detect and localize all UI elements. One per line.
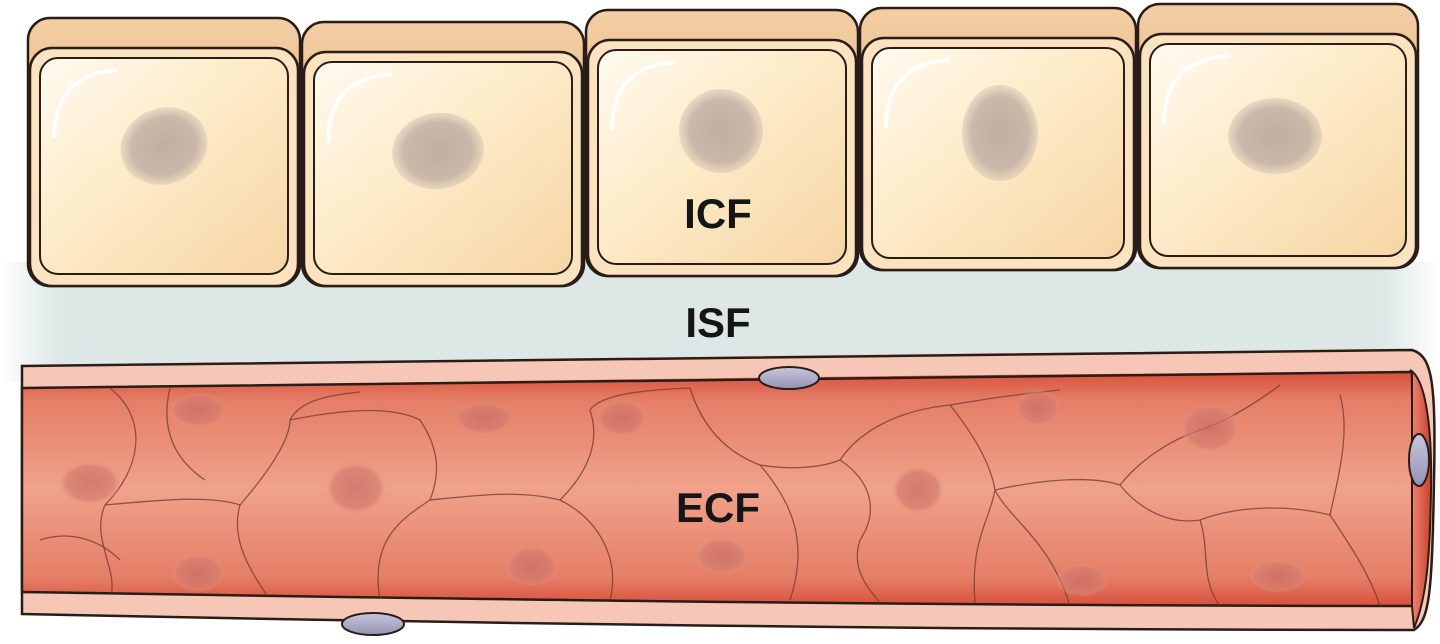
blood-vessel: [20, 348, 1436, 636]
endothelial-cell-borders: [39, 384, 1381, 606]
cell-nucleus: [962, 85, 1038, 181]
epithelial-cell: [26, 16, 302, 288]
wall-nucleus-end: [1408, 433, 1430, 487]
epithelial-cell: [584, 8, 860, 278]
epithelial-cell: [300, 20, 586, 288]
wall-nucleus-top: [758, 366, 820, 390]
epithelial-cell: [1136, 2, 1420, 270]
epithelial-cell: [858, 6, 1138, 272]
cell-nucleus: [120, 107, 208, 185]
epithelial-cell-layer: [26, 2, 1420, 288]
endothelial-nuclei: [60, 390, 1306, 596]
wall-nucleus-bottom: [341, 612, 405, 636]
label-icf: ICF: [684, 190, 752, 237]
cell-nucleus: [392, 112, 484, 190]
label-ecf: ECF: [676, 484, 760, 531]
cell-nucleus: [1228, 98, 1322, 174]
label-isf: ISF: [685, 299, 750, 346]
cell-nucleus: [679, 89, 763, 173]
